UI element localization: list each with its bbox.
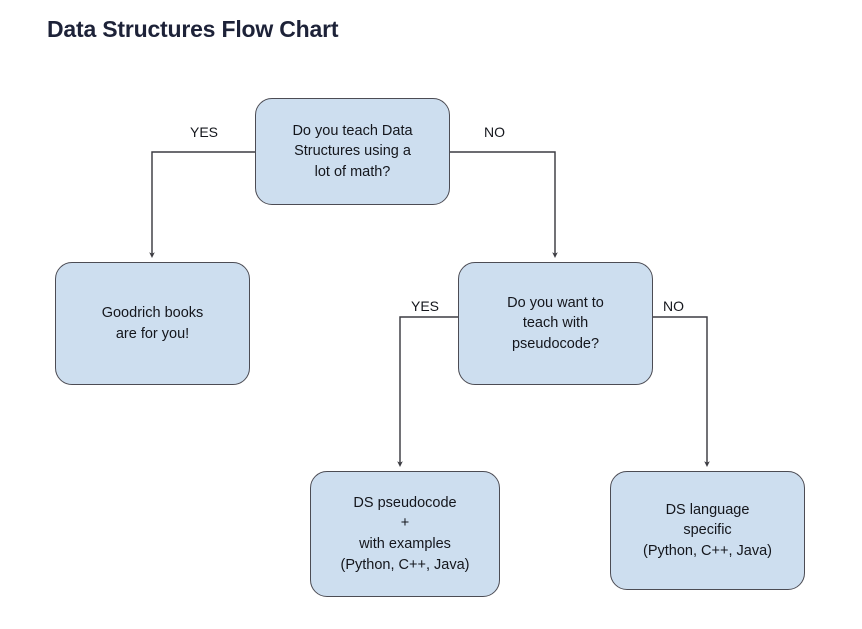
node-outcome-ds-pseudocode[interactable]: DS pseudocode + with examples (Python, C…	[310, 471, 500, 597]
edge-q1-goodrich	[149, 151, 255, 258]
node-question-math-label: Do you teach Data Structures using a lot…	[292, 122, 413, 180]
edge-q2-pseudo	[397, 316, 458, 467]
node-outcome-ds-language-specific-label: DS language specific (Python, C++, Java)	[643, 501, 772, 559]
node-outcome-goodrich[interactable]: Goodrich books are for you!	[55, 262, 250, 385]
edge-q2-langspec	[653, 316, 710, 467]
node-outcome-ds-language-specific[interactable]: DS language specific (Python, C++, Java)	[610, 471, 805, 590]
node-outcome-ds-pseudocode-label: DS pseudocode + with examples (Python, C…	[340, 494, 470, 573]
node-question-pseudocode-label: Do you want to teach with pseudocode?	[507, 294, 604, 352]
edge-label-q2-yes: YES	[411, 298, 440, 314]
node-question-pseudocode[interactable]: Do you want to teach with pseudocode?	[458, 262, 653, 385]
edge-label-q1-no: NO	[484, 124, 505, 140]
node-question-math[interactable]: Do you teach Data Structures using a lot…	[255, 98, 450, 205]
edge-label-q1-yes: YES	[190, 124, 219, 140]
node-outcome-goodrich-label: Goodrich books are for you!	[101, 304, 204, 342]
edge-q1-q2	[450, 151, 558, 258]
page-title: Data Structures Flow Chart	[47, 16, 339, 42]
edge-label-q2-no: NO	[663, 298, 684, 314]
